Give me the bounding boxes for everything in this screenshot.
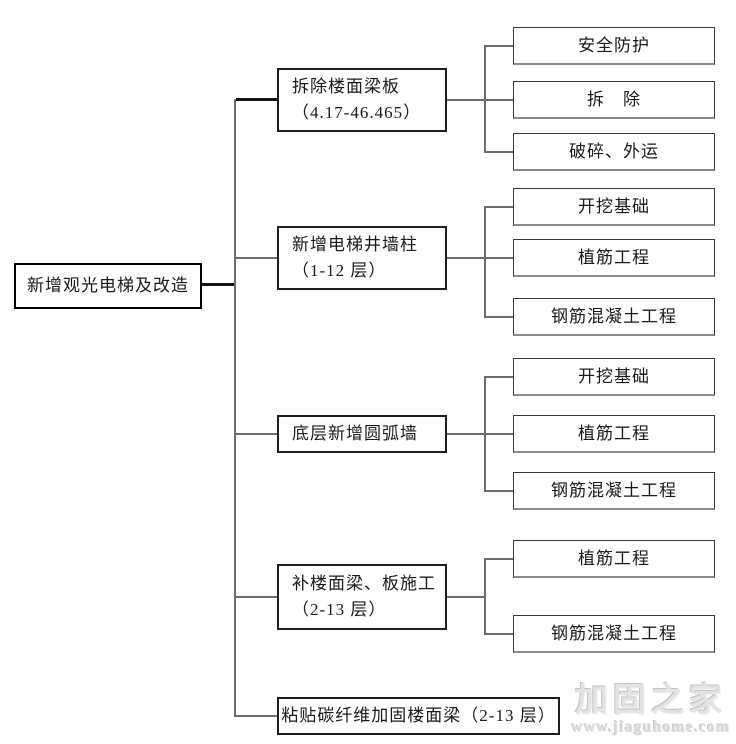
connector-line <box>202 283 235 286</box>
node-safety-protection: 安全防护 <box>513 27 715 65</box>
connector-line <box>484 490 513 492</box>
node-elevator-shaft-walls: 新增电梯井墙柱 （1-12 层） <box>277 226 447 290</box>
node-rebar-planting: 植筋工程 <box>513 239 715 277</box>
connector-line <box>484 45 513 47</box>
connector-line <box>236 433 277 435</box>
connector-line <box>484 376 486 492</box>
watermark: 加固之家 www.jiaguhome.com <box>566 683 736 737</box>
node-root: 新增观光电梯及改造 <box>14 263 202 309</box>
watermark-url: www.jiaguhome.com <box>571 719 731 736</box>
connector-line <box>447 433 513 435</box>
node-crush-haul: 破碎、外运 <box>513 133 715 171</box>
connector-line <box>447 99 513 101</box>
connector-line <box>484 206 486 318</box>
connector-line <box>484 316 513 318</box>
node-label: 植筋工程 <box>578 423 650 443</box>
node-excavate-foundation: 开挖基础 <box>513 358 715 396</box>
node-label: 拆 除 <box>587 89 641 109</box>
node-label: 新增电梯井墙柱 <box>292 235 418 254</box>
node-label: 植筋工程 <box>578 548 650 568</box>
connector-line <box>447 596 485 598</box>
node-label: 底层新增圆弧墙 <box>292 424 418 443</box>
node-label: 破碎、外运 <box>569 141 659 161</box>
connector-line <box>236 257 277 259</box>
node-label: 钢筋混凝土工程 <box>551 306 677 326</box>
node-label: （2-13 层） <box>292 600 387 619</box>
node-ground-arc-wall: 底层新增圆弧墙 <box>277 415 447 453</box>
node-patch-beams-slabs: 补楼面梁、板施工 （2-13 层） <box>277 564 447 630</box>
connector-line <box>236 98 277 101</box>
node-reinforced-concrete: 钢筋混凝土工程 <box>513 472 715 510</box>
node-label: 拆除楼面梁板 <box>292 77 400 96</box>
node-label: 钢筋混凝土工程 <box>551 623 677 643</box>
watermark-title: 加固之家 <box>575 683 727 719</box>
node-reinforced-concrete: 钢筋混凝土工程 <box>513 298 715 336</box>
connector-line <box>484 558 513 560</box>
node-label: 新增观光电梯及改造 <box>27 276 189 295</box>
connector-line <box>484 376 513 378</box>
trunk-line <box>234 99 236 717</box>
node-excavate-foundation: 开挖基础 <box>513 188 715 226</box>
connector-line <box>484 151 513 153</box>
connector-line <box>484 558 486 635</box>
connector-line <box>236 596 277 598</box>
node-label: 粘贴碳纤维加固楼面梁（2-13 层） <box>281 706 556 725</box>
connector-line <box>447 257 513 259</box>
node-demolish-slab: 拆除楼面梁板 （4.17-46.465） <box>277 68 447 132</box>
node-label: 植筋工程 <box>578 247 650 267</box>
node-label: 开挖基础 <box>578 366 650 386</box>
node-label: 开挖基础 <box>578 196 650 216</box>
node-label: （1-12 层） <box>292 261 387 280</box>
node-label: 补楼面梁、板施工 <box>292 574 436 593</box>
connector-line <box>484 206 513 208</box>
node-label: 安全防护 <box>578 35 650 55</box>
node-label: 钢筋混凝土工程 <box>551 480 677 500</box>
node-cfrp-strengthen-beams: 粘贴碳纤维加固楼面梁（2-13 层） <box>277 697 560 735</box>
connector-line <box>484 45 486 153</box>
node-rebar-planting: 植筋工程 <box>513 540 715 578</box>
node-demolition: 拆 除 <box>513 81 715 119</box>
node-reinforced-concrete: 钢筋混凝土工程 <box>513 615 715 653</box>
connector-line <box>484 633 513 635</box>
node-rebar-planting: 植筋工程 <box>513 415 715 453</box>
node-label: （4.17-46.465） <box>292 103 422 122</box>
connector-line <box>236 715 277 717</box>
